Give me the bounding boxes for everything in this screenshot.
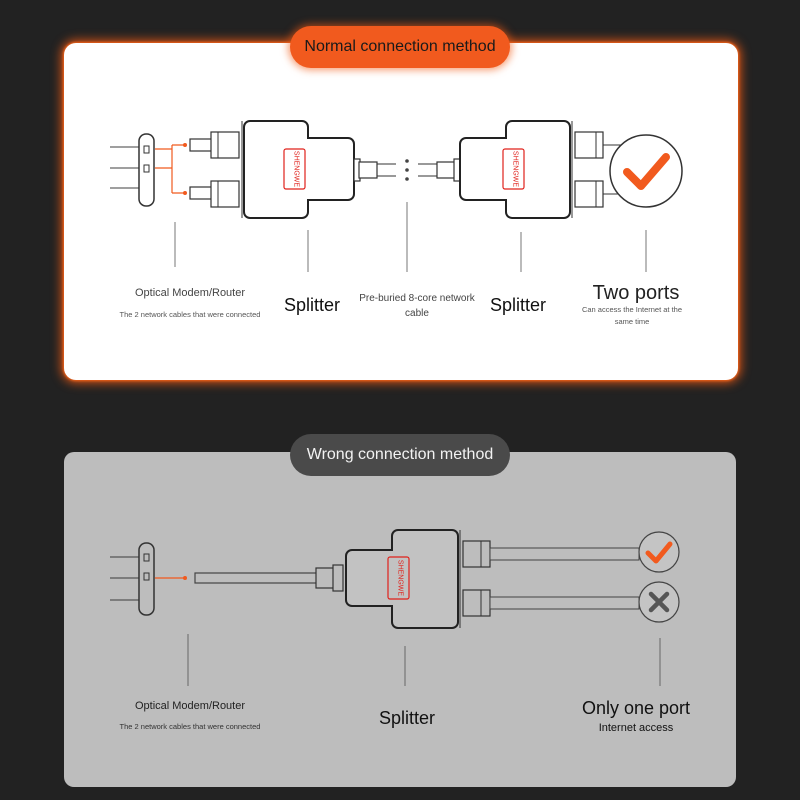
normal-connection-title: Normal connection method	[290, 26, 510, 68]
router-label-wrong: Optical Modem/Router	[134, 700, 246, 712]
splitter-label-left: Splitter	[283, 295, 341, 315]
splitter-label-right: Splitter	[489, 295, 547, 315]
cross-icon	[638, 581, 680, 623]
splitter-icon: SHENGWE	[418, 120, 625, 219]
brand-text: SHENGWE	[293, 151, 300, 188]
cable-label: Pre-buried 8-core network cable	[359, 293, 475, 319]
router-icon	[110, 542, 155, 616]
splitter-label-wrong: Splitter	[378, 708, 436, 728]
brand-text: SHENGWE	[512, 151, 519, 188]
two-ports-title: Two ports	[592, 282, 680, 304]
router-sublabel-wrong: The 2 network cables that were connected	[119, 722, 261, 731]
two-ports-sublabel: Can access the Internet at the same time	[581, 305, 683, 326]
router-sublabel: The 2 network cables that were connected	[119, 310, 261, 319]
splitter-icon: SHENGWE	[345, 529, 640, 629]
splitter-icon: SHENGWE	[189, 120, 396, 219]
wrong-connection-title: Wrong connection method	[290, 434, 510, 476]
one-port-sublabel: Internet access	[598, 722, 674, 734]
router-label: Optical Modem/Router	[134, 287, 246, 299]
check-icon	[638, 531, 680, 573]
check-icon	[609, 134, 683, 208]
one-port-title: Only one port	[581, 698, 691, 718]
brand-text: SHENGWE	[397, 560, 404, 597]
router-icon	[110, 133, 155, 207]
normal-connection-panel	[64, 43, 738, 380]
